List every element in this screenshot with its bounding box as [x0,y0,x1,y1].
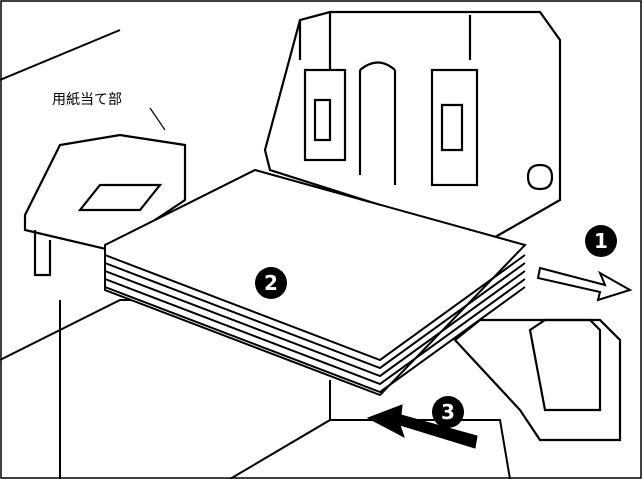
arrow-3 [366,404,478,449]
paper-tray [23,133,187,277]
printer-mechanism [263,10,562,242]
output-guide [453,318,622,442]
svg-text:2: 2 [264,271,278,295]
callout-1: 1 [585,225,617,257]
paper-stop-label: 用紙当て部 [52,92,122,108]
svg-text:1: 1 [594,229,608,253]
callout-2: 2 [255,267,287,299]
callout-3: 3 [432,396,464,428]
svg-text:3: 3 [441,400,455,424]
paper-stack [104,168,527,397]
arrow-1 [536,266,633,302]
leader-line [149,107,166,131]
